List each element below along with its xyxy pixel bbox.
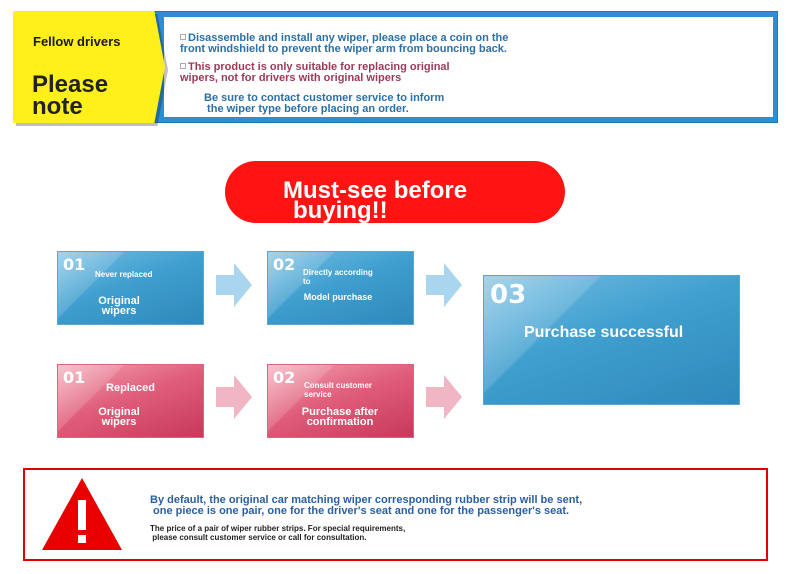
warning-box bbox=[23, 468, 768, 561]
box-sheen bbox=[268, 365, 413, 437]
notice-line-2: This product is only suitable for replac… bbox=[180, 62, 450, 84]
headline-pill bbox=[225, 161, 565, 223]
step-label: Purchase after confirmation bbox=[301, 406, 379, 428]
step-caption: Directly according to bbox=[303, 268, 373, 286]
warning-triangle-icon bbox=[42, 478, 122, 550]
notice-line-1-text: Disassemble and install any wiper, pleas… bbox=[180, 32, 509, 55]
notice-line-2-text: This product is only suitable for replac… bbox=[180, 61, 450, 84]
step-label: Purchase successful bbox=[524, 324, 684, 341]
step-number: 01 bbox=[63, 368, 86, 387]
step-label: Model purchase bbox=[303, 292, 373, 302]
step-caption: Never replaced bbox=[95, 270, 153, 279]
step-number: 02 bbox=[273, 368, 296, 387]
step-replaced: 01 Replaced Original wipers bbox=[57, 364, 204, 438]
step-label: Original wipers bbox=[98, 295, 140, 317]
arrow-right-icon bbox=[426, 375, 462, 419]
arrow-right-icon bbox=[216, 263, 252, 307]
notice-panel bbox=[164, 17, 773, 117]
step-never-replaced: 01 Never replaced Original wipers bbox=[57, 251, 204, 325]
notice-line-3: Be sure to contact customer service to i… bbox=[204, 92, 445, 115]
arrow-right-icon bbox=[216, 375, 252, 419]
headline-text: Must-see before buying!! bbox=[283, 179, 513, 224]
step-purchase-successful: 03 Purchase successful bbox=[483, 275, 740, 405]
step-label: Original wipers bbox=[98, 406, 140, 428]
box-sheen bbox=[268, 252, 413, 324]
box-sheen bbox=[58, 252, 203, 324]
notice-badge bbox=[13, 11, 165, 123]
warning-sub-text: The price of a pair of wiper rubber stri… bbox=[150, 524, 406, 542]
box-sheen bbox=[484, 276, 739, 404]
badge-note: Please note bbox=[32, 71, 109, 120]
headline-line-1: Must-see before bbox=[283, 177, 468, 204]
bullet-box-icon bbox=[180, 63, 186, 69]
notice-line-1: Disassemble and install any wiper, pleas… bbox=[180, 33, 508, 55]
step-number: 02 bbox=[273, 255, 296, 274]
warning-main-text: By default, the original car matching wi… bbox=[150, 494, 583, 517]
headline-line-2: buying!! bbox=[293, 197, 388, 224]
step-model-purchase: 02 Directly according to Model purchase bbox=[267, 251, 414, 325]
arrow-right-icon bbox=[426, 263, 462, 307]
step-caption: Consult customer service bbox=[304, 381, 373, 399]
bullet-box-icon bbox=[180, 34, 186, 40]
box-sheen bbox=[58, 365, 203, 437]
step-caption: Replaced bbox=[106, 382, 155, 394]
step-confirm-purchase: 02 Consult customer service Purchase aft… bbox=[267, 364, 414, 438]
step-number: 03 bbox=[490, 280, 527, 310]
badge-title: Fellow drivers bbox=[33, 34, 121, 49]
step-number: 01 bbox=[63, 255, 86, 274]
